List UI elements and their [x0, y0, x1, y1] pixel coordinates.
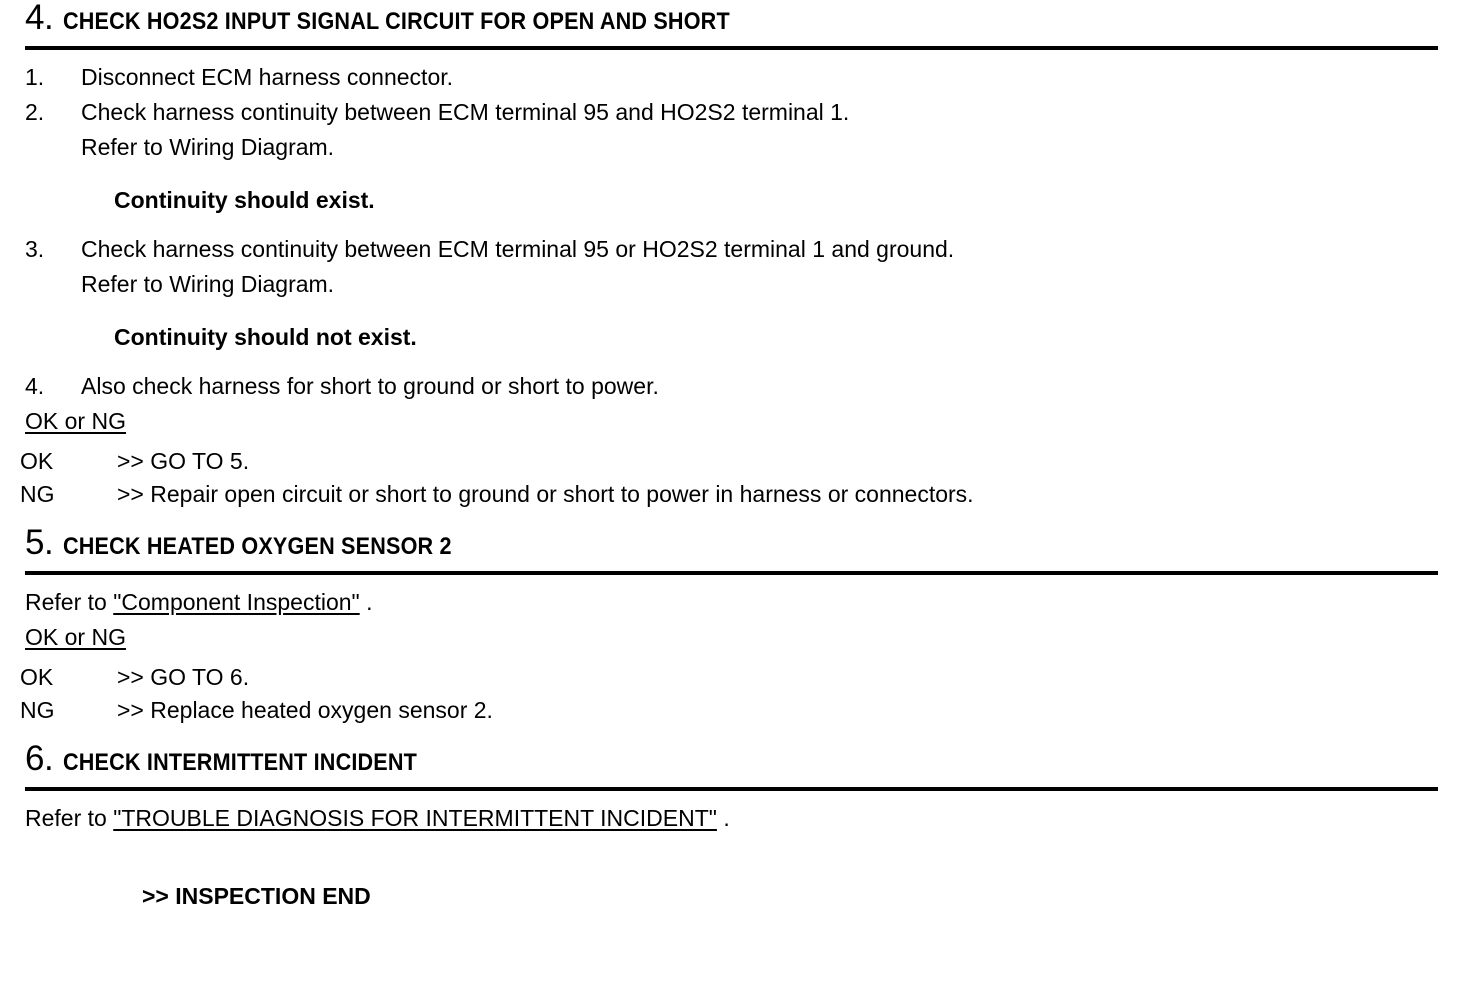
- judgement-label-5: OK or NG: [25, 620, 1472, 655]
- continuity-note-exist: Continuity should exist.: [114, 187, 375, 213]
- list-item: 4. Also check harness for short to groun…: [25, 369, 1472, 404]
- step-header-4: 4. CHECK HO2S2 INPUT SIGNAL CIRCUIT FOR …: [0, 0, 1472, 46]
- result-row-ok-5: OK >> GO TO 6.: [0, 661, 1472, 694]
- refer-line-5: Refer to "Component Inspection" .: [25, 585, 1472, 620]
- step-title-5: CHECK HEATED OXYGEN SENSOR 2: [63, 533, 452, 560]
- result-label: NG: [20, 697, 55, 723]
- result-text: >> GO TO 6.: [117, 664, 250, 690]
- list-item-number: 3.: [25, 236, 45, 262]
- list-item: 2. Check harness continuity between ECM …: [25, 95, 1472, 165]
- step-rule-6: [25, 787, 1438, 791]
- step-header-6: 6. CHECK INTERMITTENT INCIDENT: [0, 741, 1472, 787]
- refer-prefix: Refer to: [25, 805, 114, 831]
- judgement-label-text: OK or NG: [25, 408, 126, 434]
- continuity-note-not-exist: Continuity should not exist.: [114, 324, 417, 350]
- step-title-4: CHECK HO2S2 INPUT SIGNAL CIRCUIT FOR OPE…: [63, 8, 731, 35]
- step-number-4: 4.: [25, 0, 54, 37]
- list-item-text: Also check harness for short to ground o…: [81, 373, 659, 399]
- refer-suffix: .: [359, 589, 373, 615]
- component-inspection-link[interactable]: "Component Inspection": [113, 589, 360, 615]
- refer-line-6: Refer to "TROUBLE DIAGNOSIS FOR INTERMIT…: [25, 801, 1472, 836]
- step-body-4: 1. Disconnect ECM harness connector. 2. …: [0, 60, 1472, 439]
- list-item-number: 1.: [25, 64, 45, 90]
- result-row-ng-4: NG >> Repair open circuit or short to gr…: [0, 478, 1472, 511]
- step-body-6: Refer to "TROUBLE DIAGNOSIS FOR INTERMIT…: [0, 801, 1472, 836]
- result-label: OK: [20, 664, 54, 690]
- trouble-diagnosis-link[interactable]: "TROUBLE DIAGNOSIS FOR INTERMITTENT INCI…: [113, 805, 717, 831]
- list-item: 1. Disconnect ECM harness connector.: [25, 60, 1472, 95]
- step-body-5: Refer to "Component Inspection" . OK or …: [0, 585, 1472, 655]
- step-title-6: CHECK INTERMITTENT INCIDENT: [63, 749, 418, 776]
- result-text: >> GO TO 5.: [117, 448, 250, 474]
- result-label: NG: [20, 481, 55, 507]
- list-item-number: 4.: [25, 373, 45, 399]
- step-number-6: 6.: [25, 739, 54, 778]
- list-item-text: Check harness continuity between ECM ter…: [81, 99, 850, 160]
- judgement-label-4: OK or NG: [25, 404, 1472, 439]
- result-row-ok-4: OK >> GO TO 5.: [0, 445, 1472, 478]
- step-number-5: 5.: [25, 523, 54, 562]
- list-item-text: Check harness continuity between ECM ter…: [81, 236, 955, 297]
- result-label: OK: [20, 448, 54, 474]
- judgement-label-text: OK or NG: [25, 624, 126, 650]
- inspection-end-text: >> INSPECTION END: [142, 883, 371, 909]
- refer-prefix: Refer to: [25, 589, 114, 615]
- refer-suffix: .: [716, 805, 730, 831]
- result-text: >> Replace heated oxygen sensor 2.: [117, 697, 493, 723]
- list-item: 3. Check harness continuity between ECM …: [25, 232, 1472, 302]
- list-item-text: Disconnect ECM harness connector.: [81, 64, 454, 90]
- step-rule-4: [25, 46, 1438, 50]
- list-item-number: 2.: [25, 99, 45, 125]
- result-row-ng-5: NG >> Replace heated oxygen sensor 2.: [0, 694, 1472, 727]
- step-header-5: 5. CHECK HEATED OXYGEN SENSOR 2: [0, 525, 1472, 571]
- step-rule-5: [25, 571, 1438, 575]
- result-text: >> Repair open circuit or short to groun…: [117, 481, 974, 507]
